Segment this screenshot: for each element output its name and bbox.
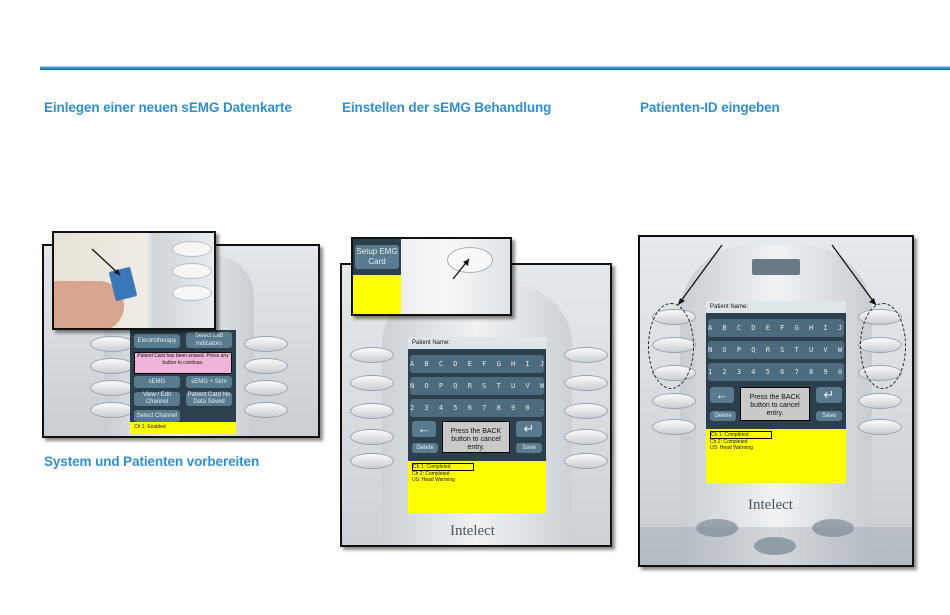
status-area: Ch 1: Completed Ch 2: Completed US: Head… — [706, 429, 846, 483]
hardware-button — [754, 537, 796, 555]
status-line: Ch 1: Completed — [412, 463, 474, 471]
right-button — [244, 380, 288, 396]
status-line: US: Head Warming — [710, 445, 753, 451]
inset-setup-button: Setup EMG Card — [351, 237, 512, 316]
menu-button: Select Lab Indicators — [186, 332, 232, 348]
left-button — [350, 347, 394, 363]
cancel-message: Press the BACK button to cancel entry. — [740, 387, 810, 421]
status-line: Ch 2: Completed — [412, 471, 450, 477]
pointer-arrow-icon — [452, 258, 470, 280]
right-button — [858, 419, 902, 435]
left-button — [350, 375, 394, 391]
keyboard-row: 2 3 4 5 6 7 8 9 0 . ( ) — [410, 399, 544, 417]
keyboard-row: A B C D E F G H I J K L M — [410, 355, 544, 373]
field-label: Patient Name: — [408, 337, 546, 349]
status-line: Ch 2: Completed — [710, 439, 748, 445]
right-button — [244, 336, 288, 352]
right-button — [564, 453, 608, 469]
heading-setup-treatment: Einstellen der sEMG Behandlung — [342, 100, 552, 115]
photo-patient-id-device: Patient Name: A B C D E F G H I J K L M … — [638, 235, 914, 567]
keyboard-row: N O P Q R S T U V W X Y Z — [708, 341, 844, 359]
left-button — [90, 358, 134, 374]
right-button — [244, 402, 288, 418]
keyboard-row: N O P Q R S T U V W X Y Z — [410, 377, 544, 395]
right-button — [244, 358, 288, 374]
hardware-button — [696, 519, 738, 537]
pointer-arrow-icon — [831, 244, 877, 306]
logo-badge — [752, 259, 800, 275]
save-button: Save — [816, 411, 842, 421]
inset-card-in-hand — [52, 231, 216, 330]
delete-button: Delete — [412, 443, 438, 453]
hardware-button — [812, 519, 854, 537]
right-button — [564, 347, 608, 363]
heading-insert-card: Einlegen einer neuen sEMG Datenkarte — [44, 100, 292, 115]
right-button — [564, 429, 608, 445]
menu-button: View / Edit Channel — [134, 392, 180, 406]
status-line: Ch 1: Completed — [710, 431, 772, 439]
menu-button: sEMG — [134, 376, 180, 388]
heading-patient-id: Patienten-ID eingeben — [640, 100, 780, 115]
enter-icon: ↵ — [516, 421, 542, 437]
right-button — [858, 393, 902, 409]
device-screen: Electrotherapy Select Lab Indicators Pat… — [130, 330, 236, 434]
status-area: Ch 1: Enabled — [130, 422, 236, 434]
status-area: Ch 1: Completed Ch 2: Completed US: Head… — [408, 461, 546, 513]
left-button — [350, 453, 394, 469]
left-button — [652, 393, 696, 409]
header-rule — [40, 66, 950, 70]
menu-button: Electrotherapy — [134, 334, 180, 348]
brand-logo: Intelect — [450, 523, 495, 539]
heading-prepare-system: System und Patienten vorbereiten — [44, 454, 260, 469]
left-button — [350, 429, 394, 445]
pointer-arrow-icon — [91, 248, 121, 276]
delete-button: Delete — [710, 411, 736, 421]
left-button — [90, 336, 134, 352]
cancel-message: Press the BACK button to cancel entry. — [442, 421, 510, 453]
keyboard-row: A B C D E F G H I J K L M — [708, 319, 844, 337]
left-button — [90, 402, 134, 418]
brand-logo: Intelect — [748, 497, 793, 513]
menu-button: sEMG + Stim — [186, 376, 232, 388]
right-button — [564, 375, 608, 391]
highlight-right-buttons — [860, 303, 906, 389]
status-text: Ch 1: Enabled — [134, 424, 166, 430]
menu-button: Select Channel — [134, 410, 180, 422]
back-arrow-icon: ← — [412, 421, 436, 437]
right-button — [564, 403, 608, 419]
left-button — [652, 419, 696, 435]
back-arrow-icon: ← — [710, 387, 734, 403]
keyboard-row: 1 2 3 4 5 6 7 8 9 0 . ( ) — [708, 363, 844, 381]
save-button: Save — [516, 443, 542, 453]
erase-message: Patient Card has been erased. Press any … — [134, 352, 232, 374]
device-screen: Patient Name: A B C D E F G H I J K L M … — [706, 301, 846, 483]
left-button — [90, 380, 134, 396]
field-label: Patient Name: — [706, 301, 846, 313]
status-line: US: Head Warming — [412, 477, 455, 483]
highlight-left-buttons — [648, 303, 694, 389]
device-screen: Patient Name: A B C D E F G H I J K L M … — [408, 337, 546, 513]
setup-emg-card-button: Setup EMG Card — [355, 245, 399, 269]
left-button — [350, 403, 394, 419]
enter-icon: ↵ — [816, 387, 842, 403]
pointer-arrow-icon — [677, 244, 723, 306]
menu-button: Patient Card No Data Saved — [186, 392, 232, 406]
